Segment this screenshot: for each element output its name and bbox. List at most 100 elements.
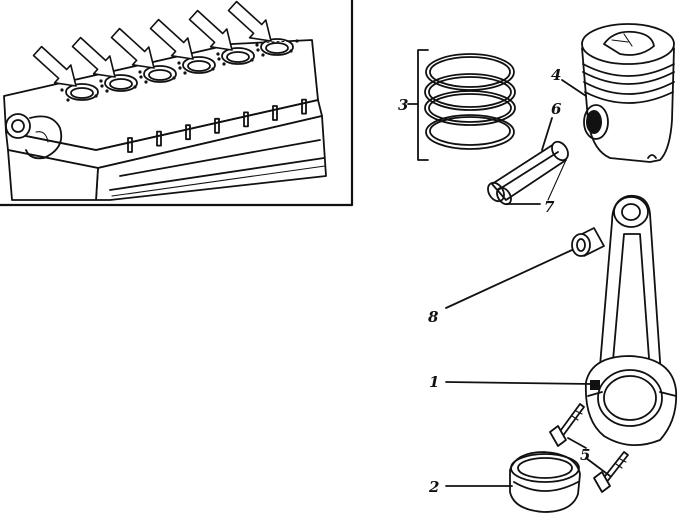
block-rail-lower xyxy=(111,165,326,197)
piston-pin-boss xyxy=(583,104,609,140)
cap-inner xyxy=(517,457,573,479)
cylinder-bore-liner xyxy=(148,69,172,81)
label-small-end-bush: 8 xyxy=(428,308,439,326)
cylinder-bore-liner xyxy=(109,78,133,90)
block-slot xyxy=(272,105,278,121)
head-bolt-hole xyxy=(66,98,70,102)
head-bolt-hole xyxy=(178,66,182,70)
pin-leader xyxy=(541,117,553,151)
head-bolt-hole xyxy=(100,84,104,88)
piston-rings-set xyxy=(407,49,516,161)
pump-housing xyxy=(25,115,63,160)
rings-bracket xyxy=(417,49,429,161)
bolt-2-thread xyxy=(615,458,627,469)
bore-arrow xyxy=(188,9,233,51)
piston-groove-3 xyxy=(583,81,675,95)
gudgeon-pin-line xyxy=(497,151,559,191)
cap-wall xyxy=(513,481,579,492)
head-bolt-hole xyxy=(250,58,254,62)
block-slot xyxy=(156,130,162,147)
piston-pin-hole xyxy=(586,110,602,134)
rod-cap-joint xyxy=(587,391,677,397)
bolt-1-head xyxy=(549,425,567,447)
piston xyxy=(561,23,675,163)
bolts-leader-2 xyxy=(585,457,611,477)
head-bolt-hole xyxy=(255,43,259,47)
ring-top-inner xyxy=(429,56,511,88)
head-bolt-hole xyxy=(138,70,142,74)
rod-big-end-shell xyxy=(603,375,657,421)
block-rib xyxy=(119,139,321,177)
head-bolt-hole xyxy=(105,89,109,93)
head-bolt-hole xyxy=(256,48,260,52)
head-bolt-hole xyxy=(139,75,143,79)
head-bolt-hole xyxy=(60,88,64,92)
engine-block-inset xyxy=(0,0,354,207)
cylinder-bore-liner xyxy=(265,42,289,54)
head-bolt-hole xyxy=(217,57,221,61)
pump-boss-inner xyxy=(11,119,25,133)
block-slot xyxy=(301,98,307,115)
block-slot xyxy=(127,137,133,153)
head-bolt-hole xyxy=(211,67,215,71)
block-rear-edge xyxy=(231,39,313,45)
piston-crown-detail xyxy=(611,33,633,47)
bush-face xyxy=(571,233,591,257)
piston-leader xyxy=(561,79,587,97)
label-bearing-cap: 2 xyxy=(428,478,439,496)
bore-arrow xyxy=(149,18,194,60)
bolt-1-thread xyxy=(571,410,583,421)
rod-big-end-bore xyxy=(597,369,663,427)
head-bolt-hole xyxy=(216,52,220,56)
block-rail xyxy=(109,157,325,191)
head-bolt-hole xyxy=(99,79,103,83)
label-circlip: 7 xyxy=(544,198,555,216)
ring-oil-inner xyxy=(429,116,511,146)
block-end-face xyxy=(7,149,99,201)
ring-second-inner xyxy=(428,76,512,108)
cylinder-bore-liner xyxy=(226,51,250,63)
piston-groove-1 xyxy=(582,63,675,77)
bore-arrow xyxy=(227,0,272,42)
rod-small-end xyxy=(613,196,649,228)
label-piston: 4 xyxy=(551,66,561,84)
label-pin: 6 xyxy=(551,100,562,118)
connecting-rod xyxy=(445,194,678,446)
rod-leader xyxy=(445,381,593,385)
cap-bolts xyxy=(549,403,629,493)
cap-rim xyxy=(510,453,580,483)
cylinder-bore-liner xyxy=(70,87,94,99)
bore-arrow xyxy=(110,27,155,69)
bolt-2-head xyxy=(593,471,611,493)
head-bolt-hole xyxy=(172,76,176,80)
head-bolt-hole xyxy=(222,62,226,66)
block-slots xyxy=(127,98,307,153)
bore-arrow xyxy=(32,45,77,87)
block-slot xyxy=(243,111,249,128)
head-bolt-hole xyxy=(133,85,137,89)
label-connecting-rod: 1 xyxy=(429,373,439,391)
head-bolt-hole xyxy=(289,49,293,53)
piston-groove-4 xyxy=(584,91,674,104)
gudgeon-pin-assembly xyxy=(487,117,569,206)
label-rings: 3 xyxy=(398,96,408,114)
head-bolt-hole xyxy=(94,94,98,98)
cylinder-bore-liner xyxy=(187,60,211,72)
pump-boss xyxy=(5,113,31,139)
bore-arrows xyxy=(32,0,272,87)
label-bolts: 5 xyxy=(580,446,590,464)
ring-oil xyxy=(425,114,515,150)
head-bolt-hole xyxy=(183,71,187,75)
rod-bolt-nut-left xyxy=(590,380,600,390)
cylinder-bores xyxy=(65,38,294,101)
bore-arrow xyxy=(71,36,116,78)
piston-crown-bowl xyxy=(603,30,655,56)
ring-third-inner xyxy=(428,93,512,123)
bush-bore xyxy=(576,238,586,252)
head-bolt-hole xyxy=(144,80,148,84)
bearing-cap xyxy=(445,451,581,513)
bolts-leader-1 xyxy=(567,437,587,449)
ring-top xyxy=(425,53,515,91)
block-slot xyxy=(185,124,191,141)
